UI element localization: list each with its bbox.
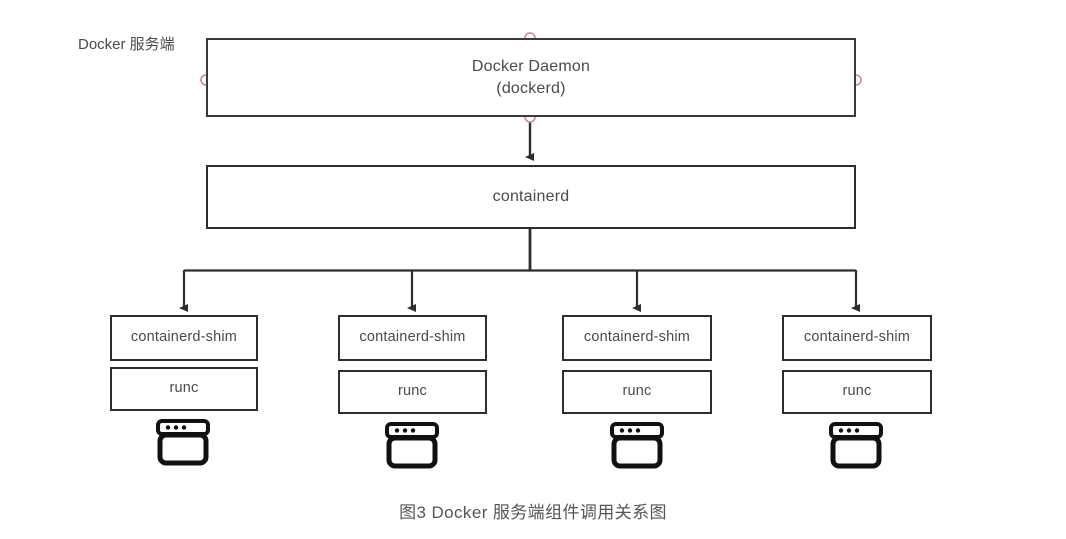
containerd-shim-label-4: containerd-shim	[803, 329, 911, 346]
docker-daemon-title: Docker Daemon	[471, 57, 591, 75]
runc-label-2: runc	[397, 383, 427, 400]
container-window-icon-1	[156, 419, 210, 466]
container-window-icon-2	[385, 422, 439, 469]
runc-label-1: runc	[169, 380, 199, 397]
node-containerd[interactable]: containerd	[206, 165, 856, 229]
node-runc-3[interactable]: runc	[562, 370, 712, 414]
figure-caption: 图3 Docker 服务端组件调用关系图	[399, 503, 667, 522]
node-containerd-shim-4[interactable]: containerd-shim	[782, 315, 932, 361]
node-containerd-shim-1[interactable]: containerd-shim	[110, 315, 258, 361]
node-docker-daemon[interactable]: Docker Daemon (dockerd)	[206, 38, 856, 117]
containerd-label: containerd	[492, 188, 570, 206]
node-runc-4[interactable]: runc	[782, 370, 932, 414]
node-containerd-shim-2[interactable]: containerd-shim	[338, 315, 487, 361]
runc-label-3: runc	[622, 383, 652, 400]
node-containerd-shim-3[interactable]: containerd-shim	[562, 315, 712, 361]
section-label-docker-server: Docker 服务端	[78, 36, 175, 53]
containerd-shim-label-3: containerd-shim	[583, 329, 691, 346]
container-window-icon-4	[829, 422, 883, 469]
docker-daemon-subtitle: (dockerd)	[496, 79, 566, 97]
containerd-shim-label-2: containerd-shim	[359, 329, 466, 346]
runc-label-4: runc	[842, 383, 872, 400]
node-runc-2[interactable]: runc	[338, 370, 487, 414]
containerd-shim-label-1: containerd-shim	[130, 329, 238, 346]
node-runc-1[interactable]: runc	[110, 367, 258, 411]
container-window-icon-3	[610, 422, 664, 469]
